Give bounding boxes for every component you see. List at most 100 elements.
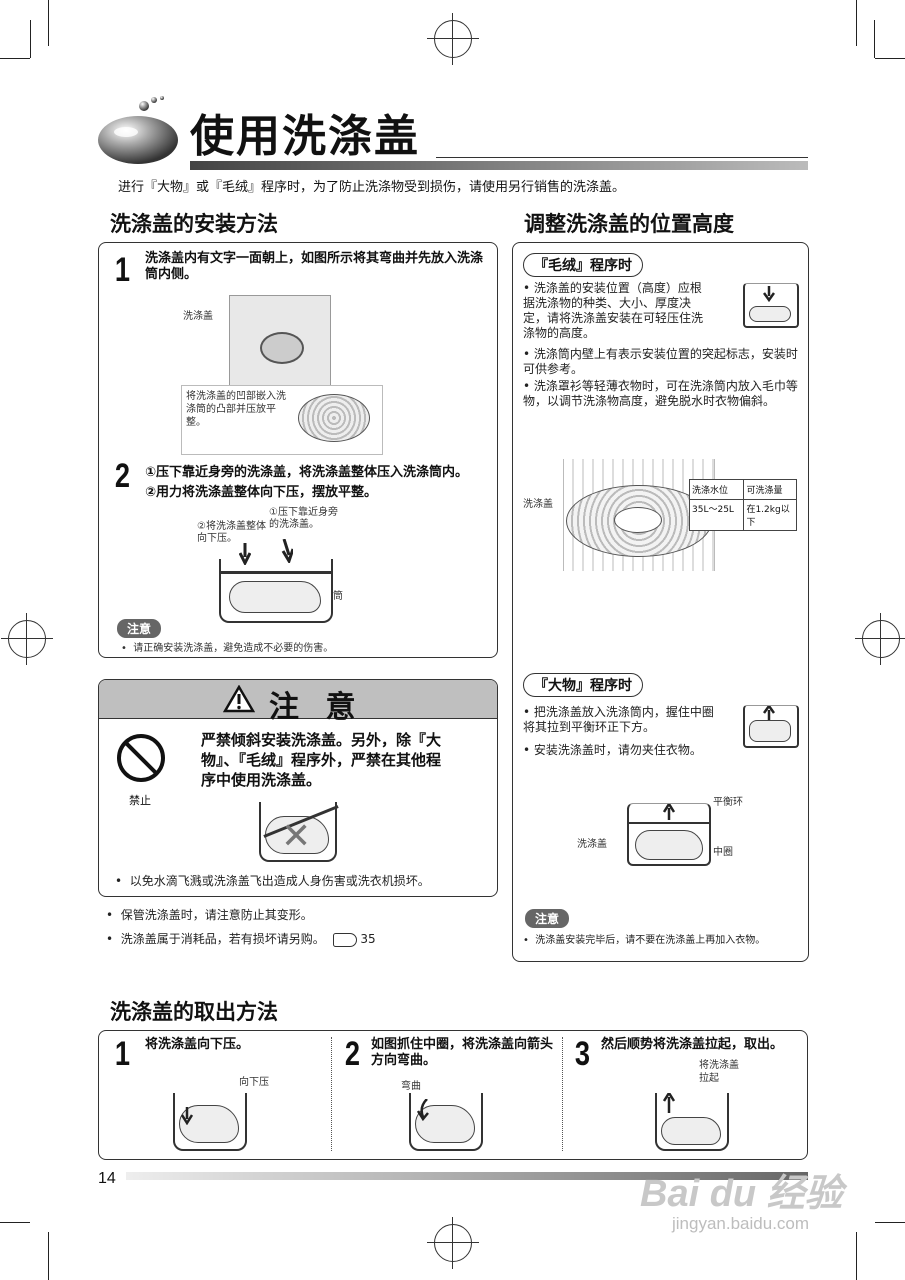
bubble-logo-icon bbox=[98, 96, 178, 164]
step-number: 1 bbox=[114, 251, 131, 289]
crop-mark bbox=[875, 1222, 905, 1223]
step-number: 2 bbox=[344, 1035, 361, 1073]
intro-text: 进行『大物』或『毛绒』程序时，为了防止洗涤物受到损伤，请使用另行销售的洗涤盖。 bbox=[118, 180, 626, 195]
adjust-note: • 洗涤盖安装完毕后，请不要在洗涤盖上再加入衣物。 bbox=[523, 935, 766, 946]
crop-mark bbox=[30, 20, 31, 58]
warning-triangle-icon bbox=[223, 685, 255, 713]
arrow-up-icon bbox=[663, 1093, 675, 1113]
note-badge: 注意 bbox=[525, 909, 570, 928]
dawu-small-tub bbox=[743, 705, 799, 748]
arrow-up-icon bbox=[763, 706, 775, 720]
crop-mark bbox=[875, 58, 905, 59]
step1-label: 洗涤盖 bbox=[183, 311, 213, 322]
remove-box: 1 将洗涤盖向下压。 向下压 2 如图抓住中圈，将洗涤盖向箭头方向弯曲。 弯曲 … bbox=[98, 1030, 808, 1160]
remove-step3-text: 然后顺势将洗涤盖拉起，取出。 bbox=[601, 1037, 784, 1052]
prohibit-label: 禁止 bbox=[129, 794, 151, 807]
step1-text: 洗涤盖内有文字一面朝上，如图所示将其弯曲并先放入洗涤筒内侧。 bbox=[145, 251, 484, 282]
tub-label: 筒 bbox=[333, 591, 343, 602]
table-cell: 在1.2kg以下 bbox=[746, 505, 790, 528]
crop-mark bbox=[856, 0, 857, 46]
crop-mark bbox=[0, 1222, 30, 1223]
step1-note: 将洗涤盖的凹部嵌入洗涤筒的凸部并压放平整。 bbox=[186, 391, 286, 428]
remove-heading: 洗涤盖的取出方法 bbox=[110, 1000, 278, 1024]
remove-step2-illustration bbox=[409, 1093, 483, 1151]
curved-arrow-icon bbox=[417, 1099, 429, 1121]
center-label: 中圈 bbox=[713, 847, 733, 858]
dawu-tub-illustration bbox=[627, 803, 711, 866]
step-number: 1 bbox=[114, 1035, 131, 1073]
note-badge: 注意 bbox=[117, 619, 162, 638]
caution-main-text: 严禁倾斜安装洗涤盖。另外，除『大物』、『毛绒』程序外，严禁在其他程序中使用洗涤盖… bbox=[201, 731, 442, 789]
arrow-down-icon bbox=[239, 543, 251, 565]
mourong-tag: 『毛绒』程序时 bbox=[523, 253, 643, 277]
cover-label: 洗涤盖 bbox=[577, 839, 607, 850]
registration-mark bbox=[427, 13, 479, 65]
install-box: 1 洗涤盖内有文字一面朝上，如图所示将其弯曲并先放入洗涤筒内侧。 洗涤盖 将洗涤… bbox=[98, 242, 498, 658]
step2-line2: ②用力将洗涤盖整体向下压，摆放平整。 bbox=[145, 485, 378, 500]
arrow-up-icon bbox=[663, 804, 675, 820]
step2-tub-illustration bbox=[219, 559, 333, 623]
wash-cover-diagram bbox=[563, 459, 715, 571]
install-note: • 请正确安装洗涤盖，避免造成不必要的伤害。 bbox=[121, 643, 334, 654]
footer-bar bbox=[126, 1172, 808, 1180]
adjust-heading: 调整洗涤盖的位置高度 bbox=[524, 212, 734, 236]
crop-mark bbox=[0, 58, 30, 59]
remove-step1-label: 向下压 bbox=[239, 1077, 269, 1088]
watermark-brand: Bai du 经验 bbox=[640, 1173, 843, 1215]
step2-line1: ①压下靠近身旁的洗涤盖，将洗涤盖整体压入洗涤筒内。 bbox=[145, 465, 469, 480]
adjust-note-text: 洗涤盖安装完毕后，请不要在洗涤盖上再加入衣物。 bbox=[535, 935, 766, 946]
title-bar bbox=[190, 161, 808, 170]
page-reference[interactable]: 35 bbox=[360, 932, 376, 946]
mourong-bullet-text: 洗涤盖的安装位置（高度）应根据洗涤物的种类、大小、厚度决定，请将洗涤盖安装在可轻… bbox=[523, 281, 704, 340]
dawu-bullet: • 安装洗涤盖时，请勿夹住衣物。 bbox=[523, 743, 702, 757]
registration-mark bbox=[427, 1217, 479, 1269]
mourong-tub-illustration bbox=[743, 283, 799, 328]
watermark-logo: Bai du 经验 bbox=[640, 1162, 843, 1217]
mourong-bullet-text: 洗涤罩衫等轻薄衣物时，可在洗涤筒内放入毛巾等物，以调节洗涤物高度，避免脱水时衣物… bbox=[523, 379, 798, 408]
dawu-bullet-text: 把洗涤盖放入洗涤筒内，握住中圈将其拉到平衡环正下方。 bbox=[523, 705, 714, 734]
arrow-down-icon bbox=[181, 1107, 193, 1125]
table-cell: 35L～25L bbox=[690, 500, 745, 530]
page-title: 使用洗涤盖 bbox=[190, 111, 420, 162]
step-number: 2 bbox=[114, 457, 131, 495]
step2-callout1: ①压下靠近身旁的洗涤盖。 bbox=[269, 507, 338, 530]
registration-mark bbox=[855, 613, 905, 665]
diagram-label: 洗涤盖 bbox=[523, 499, 553, 510]
step1-illustration bbox=[229, 295, 331, 387]
table-header: 可洗涤量 bbox=[746, 486, 783, 496]
capacity-table: 洗涤水位 可洗涤量 35L～25L 在1.2kg以下 bbox=[689, 479, 797, 531]
step-number: 3 bbox=[574, 1035, 591, 1073]
crop-mark bbox=[48, 0, 49, 46]
divider bbox=[562, 1037, 563, 1151]
crop-mark bbox=[48, 1232, 49, 1280]
divider bbox=[331, 1037, 332, 1151]
dawu-tag: 『大物』程序时 bbox=[523, 673, 643, 697]
mourong-bullet: • 洗涤筒内壁上有表示安装位置的突起标志，安装时可供参考。 bbox=[523, 347, 798, 376]
mourong-bullet-text: 洗涤筒内壁上有表示安装位置的突起标志，安装时可供参考。 bbox=[523, 347, 798, 376]
caution-bullet-text: 以免水滴飞溅或洗涤盖飞出造成人身伤害或洗衣机损坏。 bbox=[129, 874, 430, 888]
dawu-bullet-text: 安装洗涤盖时，请勿夹住衣物。 bbox=[533, 743, 702, 757]
remove-step3-label: 将洗涤盖拉起 bbox=[699, 1060, 739, 1084]
pointing-hand-icon bbox=[332, 932, 357, 947]
table-header: 洗涤水位 bbox=[690, 480, 745, 499]
arrow-down-icon bbox=[281, 539, 293, 563]
caution-header bbox=[99, 680, 497, 719]
storage-note-text: 保管洗涤盖时，请注意防止其变形。 bbox=[120, 908, 313, 922]
watermark-url: jingyan.baidu.com bbox=[672, 1214, 810, 1233]
storage-note-text: 洗涤盖属于消耗品，若有损坏请另购。 bbox=[120, 932, 325, 946]
adjust-box: 『毛绒』程序时 • 洗涤盖的安装位置（高度）应根据洗涤物的种类、大小、厚度决定，… bbox=[512, 242, 809, 962]
remove-step1-illustration bbox=[173, 1093, 247, 1151]
tilted-cover-illustration: ✕ bbox=[259, 802, 339, 862]
remove-step3-illustration bbox=[655, 1093, 729, 1151]
mourong-bullet: • 洗涤盖的安装位置（高度）应根据洗涤物的种类、大小、厚度决定，请将洗涤盖安装在… bbox=[523, 281, 704, 340]
page-number: 14 bbox=[98, 1170, 116, 1187]
caution-box: 注 意 禁止 严禁倾斜安装洗涤盖。另外，除『大物』、『毛绒』程序外，严禁在其他程… bbox=[98, 679, 498, 897]
title-rule bbox=[436, 157, 808, 158]
arrow-down-icon bbox=[763, 286, 775, 302]
caution-bullet: • 以免水滴飞溅或洗涤盖飞出造成人身伤害或洗衣机损坏。 bbox=[115, 874, 430, 888]
step1-note-box: 将洗涤盖的凹部嵌入洗涤筒的凸部并压放平整。 bbox=[181, 385, 383, 455]
dawu-bullet: • 把洗涤盖放入洗涤筒内，握住中圈将其拉到平衡环正下方。 bbox=[523, 705, 714, 734]
install-note-text: 请正确安装洗涤盖，避免造成不必要的伤害。 bbox=[133, 643, 334, 654]
remove-step2-text: 如图抓住中圈，将洗涤盖向箭头方向弯曲。 bbox=[371, 1037, 554, 1068]
crop-mark bbox=[874, 20, 875, 58]
